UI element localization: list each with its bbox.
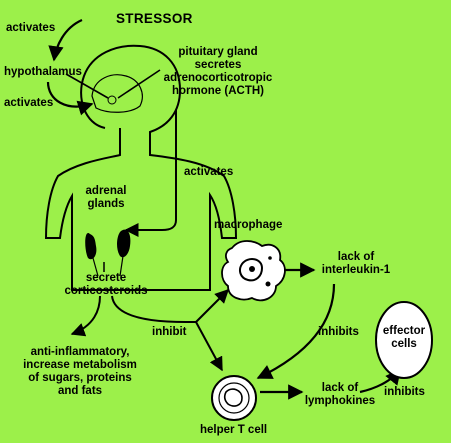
arrow-stressor-to-hypothalamus xyxy=(48,18,83,62)
activates-top-label: activates xyxy=(6,22,56,34)
macrophage-label: macrophage xyxy=(214,219,283,231)
lack-il1-line-2: interleukin-1 xyxy=(321,264,391,276)
stressor-label: STRESSOR xyxy=(116,11,193,26)
secrete-line-1: secrete xyxy=(85,272,127,284)
lack-il1-line-1: lack of xyxy=(337,251,375,263)
secrete-line-2: corticosteroids xyxy=(64,285,148,297)
arrow-acth-to-adrenal xyxy=(124,110,177,237)
helper-t-cell-label: helper T cell xyxy=(200,424,268,436)
inhibits-mid-label: inhibits xyxy=(318,326,359,338)
human-figure-outline xyxy=(44,44,238,291)
anti-inflammatory-line-1: anti-inflammatory, xyxy=(30,346,130,358)
inhibits-right-label: inhibits xyxy=(384,386,425,398)
hypothalamus-marker xyxy=(107,95,117,105)
pituitary-line-2: secretes xyxy=(194,59,242,71)
pituitary-line-3: adrenocorticotropic xyxy=(163,72,273,84)
arrow-lack-il1-to-helper-t xyxy=(256,283,336,379)
anti-inflammatory-line-3: of sugars, proteins xyxy=(28,372,132,384)
pituitary-label: pituitary gland secretes adrenocorticotr… xyxy=(150,46,286,98)
ureter-right xyxy=(119,255,124,277)
effector-cells xyxy=(375,301,433,379)
pointer-hypothalamus xyxy=(65,73,109,99)
helper-t-cell-nucleus xyxy=(223,388,243,407)
macrophage-granule xyxy=(249,266,255,272)
lack-lymphokines-label: lack of lymphokines xyxy=(300,382,380,408)
lack-lymphokines-line-1: lack of xyxy=(321,382,359,394)
activates-right-label: activates xyxy=(184,166,234,178)
ureter-left xyxy=(92,257,99,277)
helper-t-cell-inner-membrane xyxy=(218,382,250,414)
pituitary-line-1: pituitary gland xyxy=(178,46,258,58)
lack-lymphokines-line-2: lymphokines xyxy=(304,395,376,407)
arrow-inhibit-to-macrophage xyxy=(195,289,229,323)
macrophage-granule xyxy=(268,256,272,260)
adrenal-label: adrenal glands xyxy=(78,185,134,211)
effector-line-2: cells xyxy=(391,338,417,350)
arrow-inhibit-to-helper-t xyxy=(195,321,223,372)
arrow-corticosteroids-to-effects xyxy=(70,295,101,337)
line-corticosteroids-to-inhibit xyxy=(111,295,196,323)
activates-left-label: activates xyxy=(4,97,54,109)
macrophage-granule xyxy=(265,281,271,287)
anti-inflammatory-line-2: increase metabolism xyxy=(23,359,137,371)
pituitary-line-4: hormone (ACTH) xyxy=(172,85,264,97)
adrenal-line-2: glands xyxy=(87,198,125,210)
left-kidney xyxy=(85,232,97,260)
pointer-pituitary xyxy=(117,69,161,99)
lack-il1-label: lack of interleukin-1 xyxy=(314,251,398,277)
hypothalamus-label: hypothalamus xyxy=(4,66,82,78)
arrow-hypothalamus-to-pituitary xyxy=(46,81,94,116)
secrete-label: secrete corticosteroids xyxy=(52,272,160,298)
adrenal-line-1: adrenal xyxy=(85,185,127,197)
effector-line-1: effector xyxy=(382,325,426,337)
inhibit-label: inhibit xyxy=(152,326,187,338)
macrophage-nucleus xyxy=(239,258,264,282)
anti-inflammatory-label: anti-inflammatory, increase metabolism o… xyxy=(8,346,152,398)
anti-inflammatory-line-4: and fats xyxy=(57,385,103,397)
brain-outline xyxy=(91,74,143,113)
effector-label: effector cells xyxy=(378,325,430,351)
